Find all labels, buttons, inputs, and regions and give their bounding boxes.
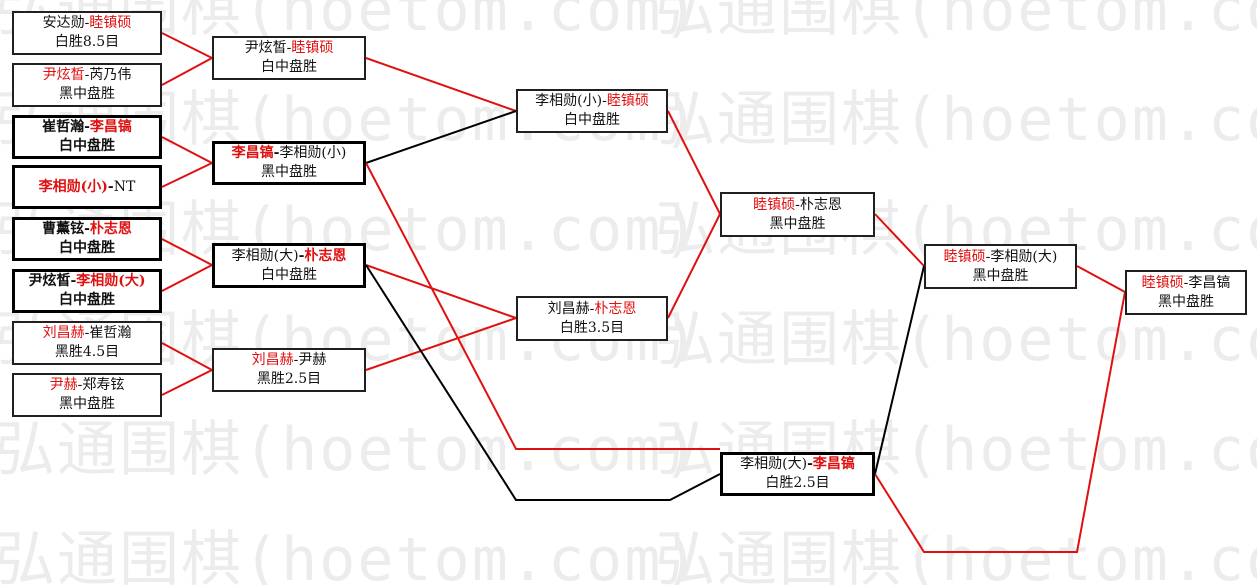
- match-result: 黑中盘胜: [59, 396, 115, 412]
- player: 刘昌赫: [547, 300, 590, 317]
- match-result: 白中盘胜: [59, 240, 115, 256]
- watermark-text: 弘通围棋(hoetom.com): [655, 0, 1257, 45]
- player: 崔哲瀚: [89, 325, 132, 341]
- winner-connector-line: [365, 57, 517, 112]
- match-r2-2: 李昌镐-李相勋(小) 黑中盘胜: [212, 141, 366, 185]
- match-result: 黑中盘胜: [59, 86, 115, 102]
- watermark-text: 弘通围棋(hoetom.com): [655, 305, 1257, 375]
- match-r1-3: 崔哲瀚-李昌镐 白中盘胜: [12, 115, 162, 159]
- winner-player: 睦镇硕: [753, 196, 796, 213]
- player: 尹赫: [298, 352, 327, 368]
- player: 芮乃伟: [89, 67, 132, 83]
- watermark-text: 弘通围棋(hoetom.com): [655, 85, 1257, 155]
- match-r1-1: 安达勋-睦镇硕 白胜8.5目: [12, 11, 162, 55]
- match-loser-final: 李相勋(大)-李昌镐 白胜2.5目: [720, 452, 875, 496]
- match-r1-4: 李相勋(小)-NT: [12, 165, 162, 209]
- watermark-text: 弘通围棋(hoetom.com): [655, 525, 1257, 585]
- match-grand-final-2: 睦镇硕-李昌镐 黑中盘胜: [1125, 270, 1247, 315]
- winner-connector-line: [161, 162, 213, 188]
- match-result: 黑中盘胜: [261, 164, 317, 180]
- winner-player: 朴志恩: [89, 221, 132, 237]
- winner-connector-line: [667, 213, 721, 319]
- player: 李相勋(大): [231, 247, 299, 264]
- winner-player: 睦镇硕: [606, 93, 649, 109]
- match-result: 白胜3.5目: [559, 319, 625, 336]
- player: 李昌镐: [1188, 274, 1231, 291]
- winner-connector-line: [1076, 265, 1126, 293]
- player: 郑寿铉: [82, 377, 125, 393]
- winner-player: 尹炫皙: [42, 67, 85, 83]
- match-r1-5: 曹薰铉-朴志恩 白中盘胜: [12, 217, 162, 261]
- winner-player: 睦镇硕: [1141, 274, 1184, 291]
- match-r2-4: 刘昌赫-尹赫 黑胜2.5目: [212, 348, 366, 392]
- loser-connector-line: [874, 265, 925, 475]
- winner-player: 朴志恩: [304, 247, 347, 264]
- winner-connector-line: [365, 264, 517, 319]
- player: 尹炫皙: [244, 40, 287, 56]
- winner-player: 朴志恩: [594, 300, 637, 317]
- winner-connector-line: [874, 213, 925, 267]
- match-result: 白中盘胜: [261, 59, 317, 75]
- player: 李相勋(小): [535, 93, 603, 109]
- match-result: 黑中盘胜: [972, 267, 1029, 284]
- winner-player: 李相勋(大): [76, 273, 146, 289]
- match-r1-2: 尹炫皙-芮乃伟 黑中盘胜: [12, 63, 162, 107]
- winner-player: 睦镇硕: [89, 15, 132, 31]
- match-winner-final: 睦镇硕-朴志恩 黑中盘胜: [720, 192, 875, 237]
- winner-player: 睦镇硕: [943, 248, 986, 265]
- match-result: 黑中盘胜: [769, 215, 826, 232]
- winner-connector-line: [161, 136, 213, 164]
- winner-connector-line: [667, 110, 721, 215]
- watermark-text: 弘通围棋(hoetom.com): [0, 525, 701, 585]
- winner-connector-line: [161, 238, 213, 266]
- match-r2-3: 李相勋(大)-朴志恩 白中盘胜: [212, 243, 366, 288]
- match-result: 黑胜4.5目: [54, 344, 120, 360]
- match-result: 白中盘胜: [564, 112, 620, 128]
- match-result: 白中盘胜: [59, 292, 115, 308]
- winner-player: 睦镇硕: [291, 40, 334, 56]
- winner-connector-line: [161, 342, 213, 371]
- match-r3-2: 刘昌赫-朴志恩 白胜3.5目: [516, 296, 668, 341]
- match-result: 白胜2.5目: [765, 475, 830, 491]
- winner-connector-line: [161, 264, 213, 292]
- player: 尹炫皙: [28, 273, 71, 289]
- match-r1-6: 尹炫皙-李相勋(大) 白中盘胜: [12, 269, 162, 313]
- winner-connector-line: [365, 162, 720, 450]
- loser-connector-line: [365, 264, 721, 501]
- match-result: 黑中盘胜: [1158, 293, 1214, 310]
- match-r2-1: 尹炫皙-睦镇硕 白中盘胜: [212, 36, 366, 80]
- player: 李相勋(大): [990, 248, 1058, 265]
- player: 朴志恩: [799, 196, 842, 213]
- match-r1-7: 刘昌赫-崔哲瀚 黑胜4.5目: [12, 321, 162, 365]
- winner-player: 李昌镐: [812, 456, 855, 472]
- winner-player: 刘昌赫: [251, 352, 294, 368]
- match-result: 黑胜2.5目: [256, 371, 322, 387]
- winner-connector-line: [365, 317, 517, 371]
- player: 李相勋(小): [279, 145, 347, 161]
- match-r3-1: 李相勋(小)-睦镇硕 白中盘胜: [516, 89, 668, 133]
- match-result: 白中盘胜: [59, 138, 115, 154]
- player: 李相勋(大): [740, 456, 808, 472]
- winner-connector-line: [161, 32, 213, 59]
- match-result: 白中盘胜: [261, 266, 317, 283]
- player: 崔哲瀚: [42, 119, 85, 135]
- winner-player: 李昌镐: [89, 119, 132, 135]
- winner-connector-line: [161, 369, 213, 396]
- player: 安达勋: [42, 15, 85, 31]
- winner-connector-line: [874, 291, 1126, 553]
- winner-player: 李相勋(小): [38, 178, 108, 195]
- match-r1-8: 尹赫-郑寿铉 黑中盘胜: [12, 373, 162, 417]
- winner-connector-line: [161, 57, 213, 86]
- match-result: 白胜8.5目: [54, 34, 120, 50]
- player: 曹薰铉: [42, 221, 85, 237]
- winner-player: 李昌镐: [231, 145, 274, 161]
- player: NT: [113, 178, 136, 195]
- winner-player: 刘昌赫: [42, 325, 85, 341]
- match-grand-final-1: 睦镇硕-李相勋(大) 黑中盘胜: [924, 244, 1077, 289]
- winner-player: 尹赫: [49, 377, 78, 393]
- loser-connector-line: [365, 110, 517, 164]
